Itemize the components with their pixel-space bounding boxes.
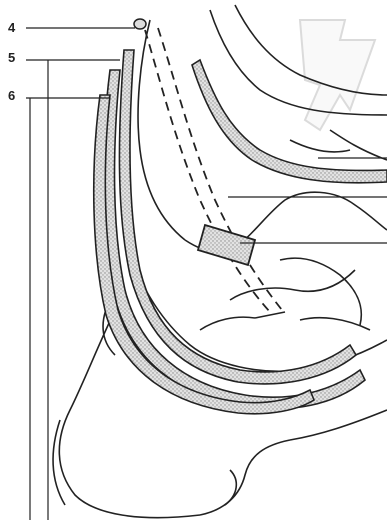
tendon-origin-knob	[134, 19, 146, 29]
callout-label-5: 5	[8, 51, 15, 64]
dashed-tendon-end	[255, 312, 285, 318]
callout-label-4: 4	[8, 21, 15, 34]
retinaculum-block	[198, 225, 255, 265]
callout-label-6: 6	[8, 89, 15, 102]
dashed-tendon	[145, 28, 282, 312]
